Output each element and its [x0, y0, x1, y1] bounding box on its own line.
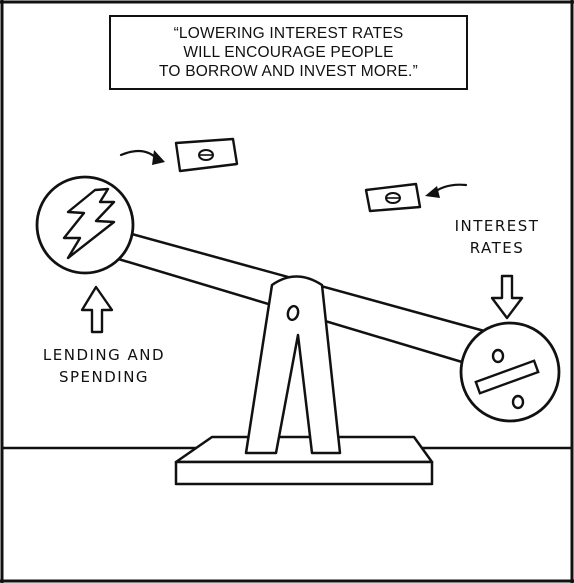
lending-spending-label: LENDING AND SPENDING: [18, 344, 190, 388]
motion-arrow-right-icon: [425, 185, 466, 198]
banknote-icon-left: [176, 139, 237, 171]
caption-box: “LOWERING INTEREST RATES WILL ENCOURAGE …: [109, 15, 468, 90]
down-arrow-icon: [492, 276, 522, 318]
label-line: INTEREST: [432, 215, 562, 237]
interest-rates-label: INTEREST RATES: [432, 215, 562, 259]
banknote-icon-right: [366, 184, 420, 211]
label-line: SPENDING: [18, 366, 190, 388]
caption-line: TO BORROW AND INVEST MORE.”: [159, 62, 418, 81]
label-line: LENDING AND: [18, 344, 190, 366]
caption-line: WILL ENCOURAGE PEOPLE: [183, 43, 393, 62]
motion-arrow-left-icon: [121, 150, 165, 165]
seesaw-fulcrum: [176, 277, 432, 485]
caption-line: “LOWERING INTEREST RATES: [174, 24, 404, 43]
up-arrow-icon: [82, 287, 112, 332]
label-line: RATES: [432, 237, 562, 259]
